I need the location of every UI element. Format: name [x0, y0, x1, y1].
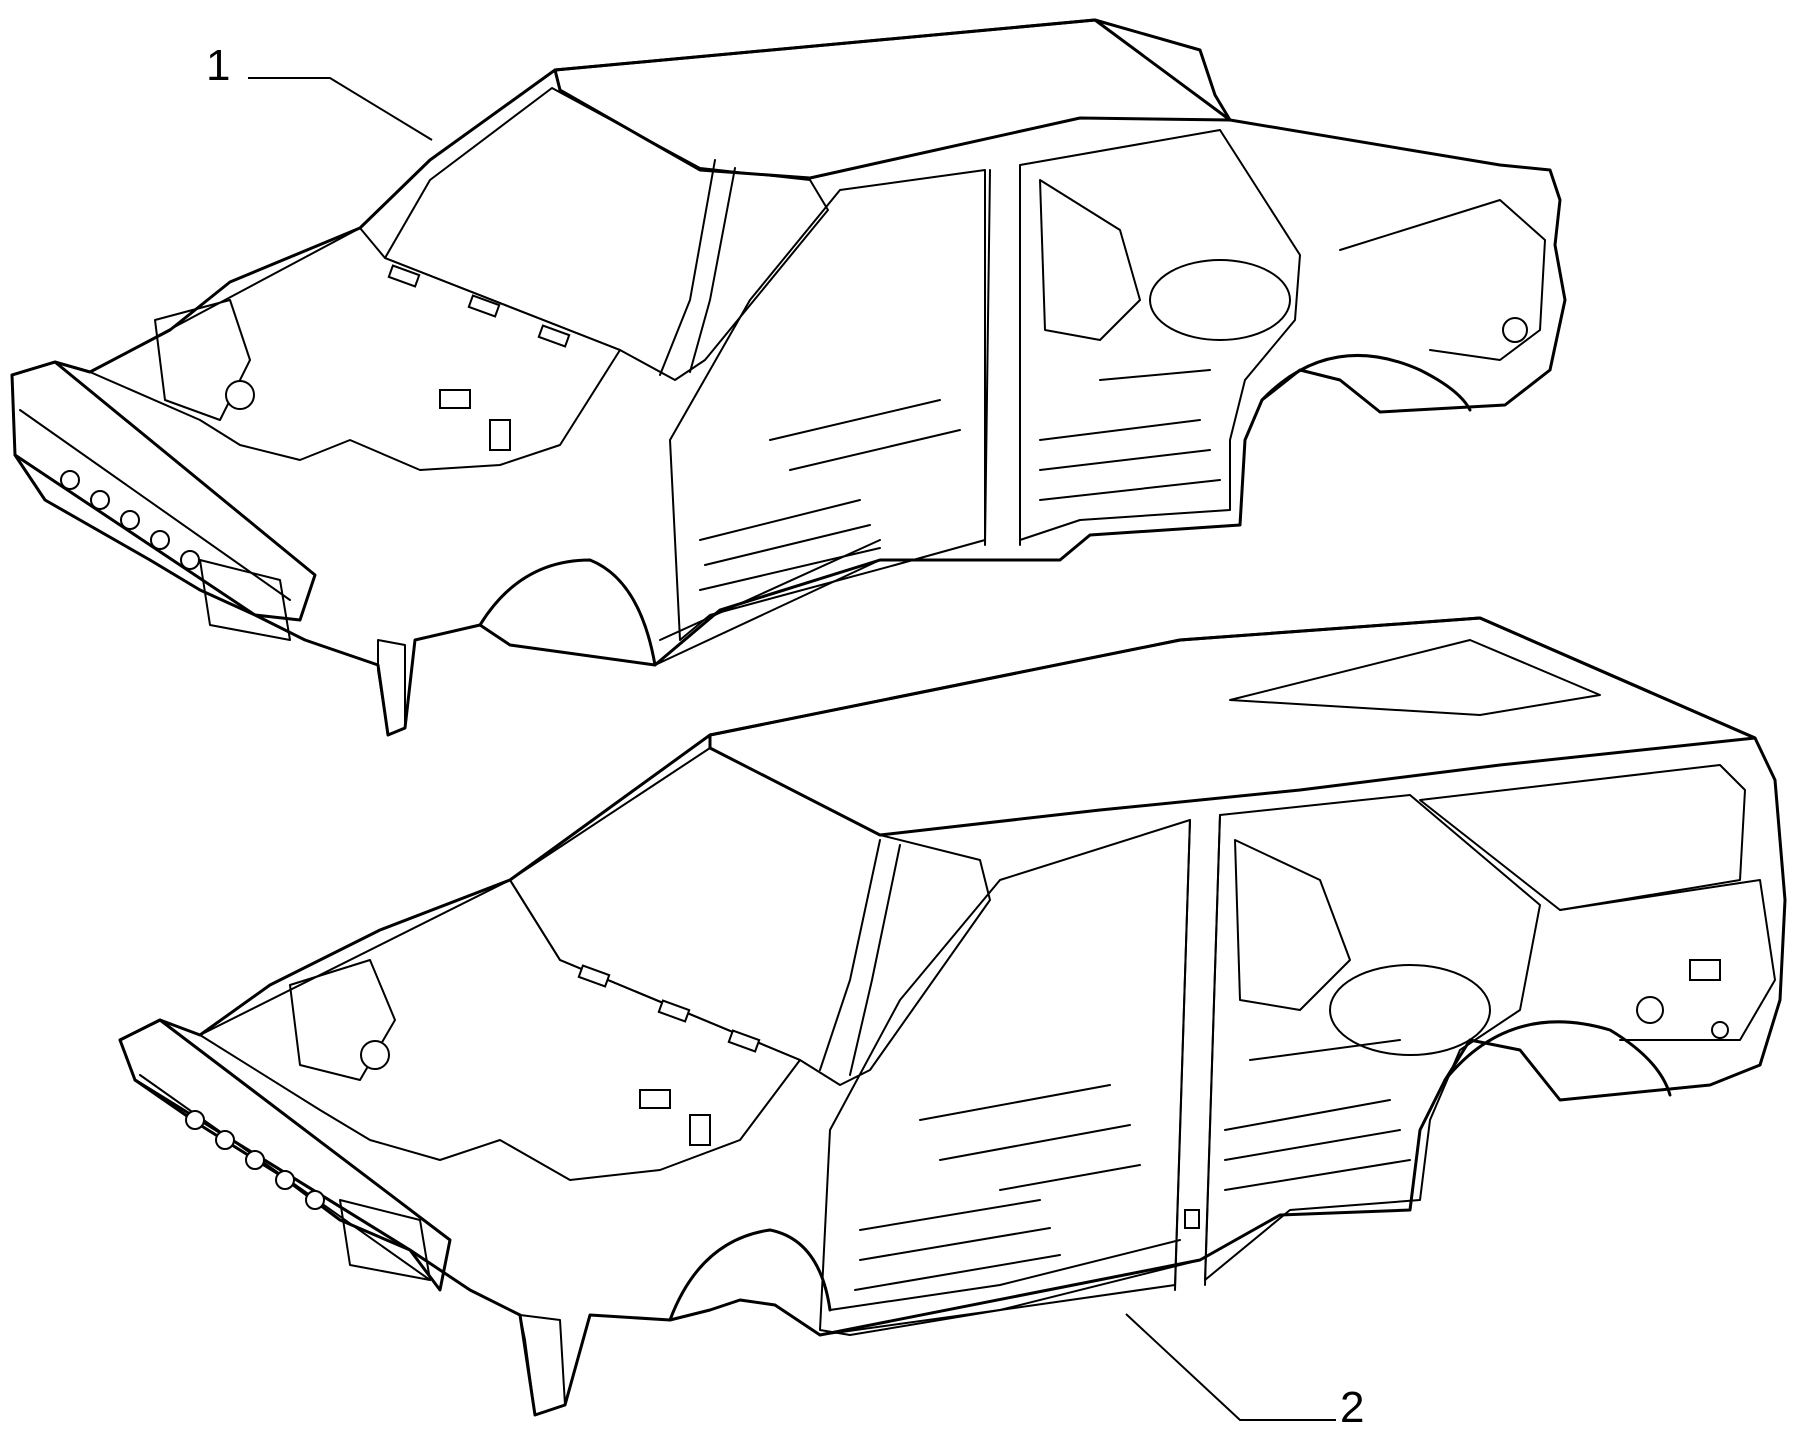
sedan-b-pillar — [984, 164, 1021, 546]
sedan-strut-hole — [225, 380, 255, 410]
wagon-quarter-holes — [1636, 959, 1729, 1039]
sedan-roof-panel — [553, 18, 1232, 180]
sedan-rear-door-opening — [1019, 129, 1301, 541]
wagon-rear-wheel-arch — [1443, 1020, 1672, 1097]
wagon-outline — [118, 616, 1787, 1417]
wagon-rear-door-opening — [1204, 794, 1541, 1281]
wagon-engine-bay — [199, 879, 801, 1181]
wagon-rear-side-window — [1419, 764, 1746, 911]
wagon-front-door-opening — [819, 819, 1191, 1336]
wagon-windshield-opening — [509, 747, 991, 1086]
wagon-radiator-support — [118, 1018, 452, 1292]
wagon-rear-floor-ribs — [1224, 1039, 1411, 1191]
body-shell-wagon — [118, 616, 1787, 1417]
wagon-roof-panel — [708, 616, 1757, 837]
sedan-front-wheel-arch — [478, 558, 657, 667]
callout-1-label: 1 — [206, 41, 230, 90]
sedan-spare-wheel-well — [1149, 259, 1291, 341]
sedan-quarter-hole — [1502, 317, 1528, 343]
callout-1: 1 — [206, 41, 433, 141]
sedan-engine-bay — [89, 227, 621, 471]
sedan-front-bracket — [377, 639, 406, 736]
sedan-windshield-opening — [384, 87, 829, 381]
wagon-radiator-holes — [185, 1110, 325, 1210]
sedan-rear-floor-ribs — [1039, 369, 1221, 501]
wagon-b-pillar-hole — [1184, 1209, 1200, 1229]
wagon-front-wheel-arch — [668, 1228, 832, 1322]
callout-2-label: 2 — [1340, 1383, 1364, 1430]
sedan-front-door-opening — [669, 169, 986, 641]
sedan-side-sill — [654, 539, 1061, 666]
callout-2-leader — [1125, 1313, 1336, 1421]
wagon-strut-hole — [360, 1040, 390, 1070]
wagon-rear-seat-panel — [1234, 839, 1351, 1011]
sedan-radiator-support — [10, 360, 317, 622]
wagon-bulkhead-holes — [577, 964, 761, 1146]
callout-2: 2 — [1125, 1313, 1364, 1430]
wagon-a-pillar — [819, 839, 901, 1076]
wagon-rear-quarter — [1559, 879, 1776, 1041]
wagon-front-floor-ribs — [854, 1084, 1141, 1291]
sedan-rear-quarter — [1339, 199, 1546, 361]
wagon-front-bracket — [519, 1314, 566, 1416]
sedan-rear-seat-panel — [1039, 179, 1141, 341]
wagon-side-sill — [819, 1239, 1201, 1336]
sedan-front-floor-ribs — [699, 399, 961, 591]
body-shell-sedan — [10, 18, 1567, 737]
sedan-rear-wheel-arch — [1260, 353, 1472, 412]
sedan-a-pillar — [659, 159, 736, 376]
sedan-radiator-holes — [60, 470, 200, 570]
wagon-roof-emboss — [1229, 639, 1601, 716]
sedan-bulkhead-holes — [387, 264, 571, 451]
wagon-spare-wheel-well — [1329, 964, 1491, 1056]
wagon-headlamp-bracket — [339, 1199, 431, 1281]
sedan-headlamp-bracket — [199, 559, 291, 641]
callout-1-leader — [248, 77, 433, 141]
